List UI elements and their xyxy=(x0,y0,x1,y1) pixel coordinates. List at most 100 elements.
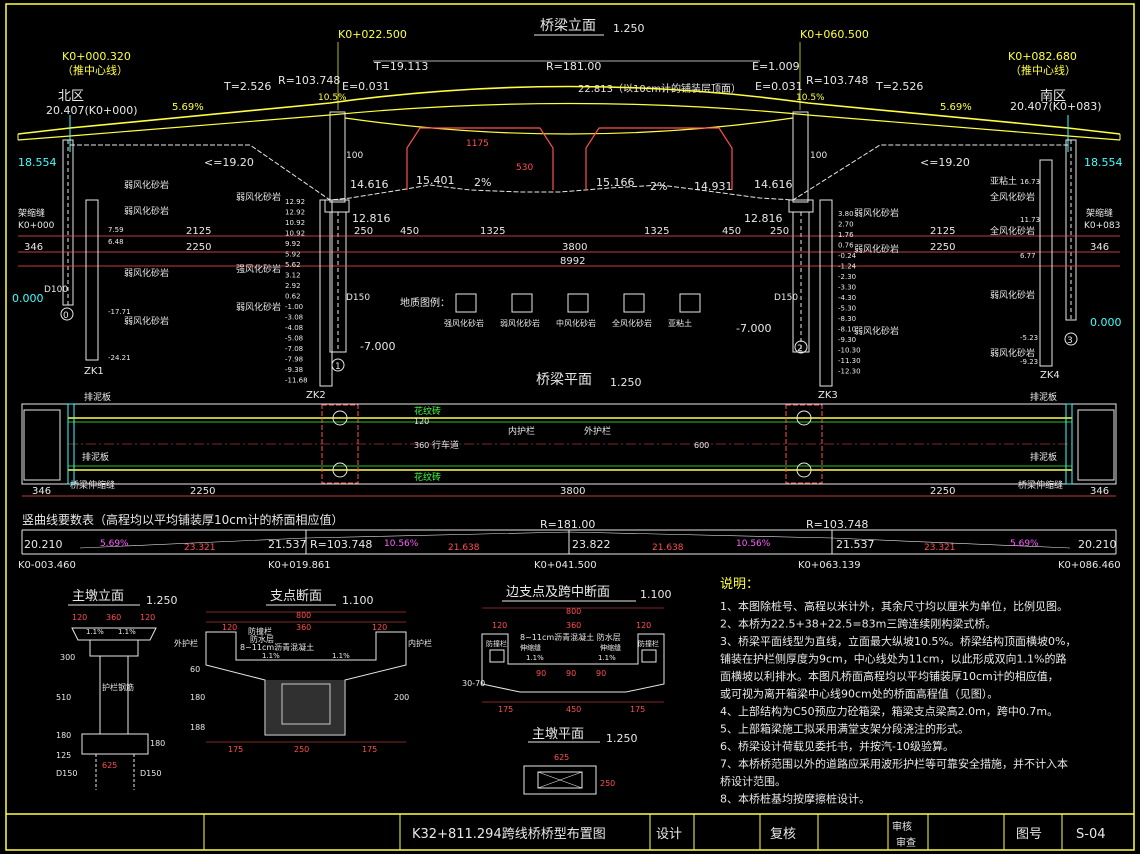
zk3-label: ZK3 xyxy=(818,390,838,401)
borehole-elev-right: -0.24 xyxy=(838,252,857,260)
t-left: T=2.526 xyxy=(223,80,271,93)
support-188: 188 xyxy=(190,723,205,732)
legend-swatch xyxy=(679,293,701,313)
pier-elev-180b: 180 xyxy=(150,739,165,748)
borehole-elev-left: 2.92 xyxy=(285,282,301,290)
note-line: 面横坡以利排水。本图凡桥面高程均以平均铺装厚10cm计的相应值， xyxy=(720,669,1059,683)
plan-guard-bl: 排泥板 xyxy=(82,451,109,463)
notes: 说明： 1、本图除桩号、高程以米计外，其余尺寸均以厘米为单位，比例见图。2、本桥… xyxy=(720,577,1076,806)
profile-sta3: K0+041.500 xyxy=(534,560,597,571)
elev-15166: 15.166 xyxy=(596,176,635,189)
dim-3800: 3800 xyxy=(562,242,587,253)
note-line: 8、本桥桩基均按摩擦桩设计。 xyxy=(720,792,870,806)
side-175b: 175 xyxy=(630,705,645,714)
elev-1920-r: <=19.20 xyxy=(920,156,970,169)
support-title: 支点断面 xyxy=(270,589,322,604)
dim-250-l: 250 xyxy=(354,226,373,237)
zk2-label: ZK2 xyxy=(306,390,326,401)
borehole-elev-left: 12.92 xyxy=(285,198,305,206)
dim-346-l: 346 xyxy=(24,242,43,253)
pier-plan-250: 250 xyxy=(600,779,615,788)
support-250: 250 xyxy=(294,745,309,754)
north-label: 北区 xyxy=(58,89,84,104)
soil-r4: 亚粘土 xyxy=(990,175,1017,187)
slope-right2: 10.5% xyxy=(796,93,825,103)
sta-mid-left: K0+022.500 xyxy=(338,28,407,41)
profile-r-mid: R=181.00 xyxy=(540,518,595,531)
soil-l2: 弱风化砂岩 xyxy=(124,205,169,217)
elevation-scale: 1.250 xyxy=(613,22,645,35)
note-line: 桥设计范围。 xyxy=(720,774,786,788)
support-800: 800 xyxy=(296,611,311,620)
soil-r1: 弱风化砂岩 xyxy=(854,207,899,219)
dim-2125-l: 2125 xyxy=(186,226,211,237)
borehole-elevations-zk1: 7.596.48-17.71-24.21 xyxy=(108,226,131,362)
profile-r-right: R=103.748 xyxy=(806,518,868,531)
elev-12816-r: 12.816 xyxy=(744,212,783,225)
borehole-elev-left: 5.92 xyxy=(285,251,301,259)
support-175a: 175 xyxy=(228,745,243,754)
title-block: K32+811.294跨线桥桥型布置图 设计 复核 审核 审查 图号 S-04 xyxy=(6,813,1134,850)
plan-view: 桥梁平面 1.250 花纹砖 花纹砖 排泥板 排泥板 排泥板 排泥板 桥梁伸缩缝… xyxy=(21,372,1117,497)
note-line: 4、上部结构为C50预应力砼箱梁，箱梁支点梁高2.0m，跨中0.7m。 xyxy=(720,704,1058,718)
borehole-elev-zk1: -17.71 xyxy=(108,308,131,316)
pier-elev-scale: 1.250 xyxy=(146,594,178,607)
borehole-elev-left: 12.92 xyxy=(285,209,305,217)
pier-elev-125: 125 xyxy=(56,751,71,760)
elev-15401: 15.401 xyxy=(416,174,455,187)
pier-2 xyxy=(788,111,814,353)
borehole-elev-zk1: 7.59 xyxy=(108,226,124,234)
soil-l7: 弱风化砂岩 xyxy=(236,301,281,313)
pier-elev-360: 360 xyxy=(106,613,121,622)
plan-barrier-r: 外护栏 xyxy=(584,425,611,437)
borehole-elev-right: -5.30 xyxy=(838,305,856,313)
profile-e1: 20.210 xyxy=(24,538,63,551)
support-180: 180 xyxy=(190,693,205,702)
t-mid: T=19.113 xyxy=(373,60,428,73)
pct2-l: 2% xyxy=(474,176,491,189)
borehole-elev-right: -4.30 xyxy=(838,294,856,302)
note-line: 或可视为离开箱梁中心线90cm处的桥面高程值（见图）。 xyxy=(720,687,998,701)
soil-l6: 强风化砂岩 xyxy=(236,263,281,275)
plan-600: 600 xyxy=(694,441,709,450)
borehole-elev-left: 10.92 xyxy=(285,219,305,227)
borehole-elev-left: 9.92 xyxy=(285,240,301,248)
girder-soffit xyxy=(344,117,794,135)
side-label-c: 伸缩缝 xyxy=(520,643,541,652)
plan-rail-top: 花纹砖 xyxy=(414,405,441,417)
plan-3800: 3800 xyxy=(560,486,585,497)
note-line: 铺装在护栏侧厚度为9cm，中心线处为11cm，以此形成双向1.1%的路 xyxy=(720,652,1066,666)
profile-s1: 5.69% xyxy=(100,539,129,549)
borehole-elev-left: -7.98 xyxy=(285,356,303,364)
borehole-elev-zk1: 6.48 xyxy=(108,238,124,246)
pier-plan-detail: 主墩平面 1.250 625 250 xyxy=(523,727,638,795)
support-120b: 120 xyxy=(372,623,387,632)
culvert-right xyxy=(585,127,733,190)
plan-120-t: 120 xyxy=(414,417,429,426)
end-right-sta: K0+083 xyxy=(1084,221,1120,231)
side-30-70: 30-70 xyxy=(462,679,485,688)
pier-elev-d150b: D150 xyxy=(140,769,161,778)
borehole-elevations-right: 3.802.701.760.76-0.24-1.24-2.30-3.30-4.3… xyxy=(838,210,861,376)
elev-14616-r: 14.616 xyxy=(754,178,793,191)
side-120a: 120 xyxy=(492,621,507,630)
soil-r8: 弱风化砂岩 xyxy=(990,347,1035,359)
profile-sta4: K0+063.139 xyxy=(798,560,861,571)
pile-d150-r: D150 xyxy=(774,293,798,303)
profile-sta5: K0+086.460 xyxy=(1058,560,1121,571)
borehole-elev-left: 3.12 xyxy=(285,272,301,280)
end-right: 架缩缝 xyxy=(1086,207,1113,219)
review-label: 审核 xyxy=(892,820,912,833)
dim-1325-l: 1325 xyxy=(480,226,505,237)
side-slope-l: 1.1% xyxy=(526,654,544,662)
support-60: 60 xyxy=(190,665,200,674)
sta-right-note: （推中心线） xyxy=(1010,63,1076,77)
elev-0-r: 0.000 xyxy=(1090,316,1122,329)
elev-14616-l: 14.616 xyxy=(350,178,389,191)
dim-250-r: 250 xyxy=(770,226,789,237)
design-label: 设计 xyxy=(656,827,682,842)
borehole-elev-left: -4.08 xyxy=(285,324,303,332)
side-175a: 175 xyxy=(498,705,513,714)
